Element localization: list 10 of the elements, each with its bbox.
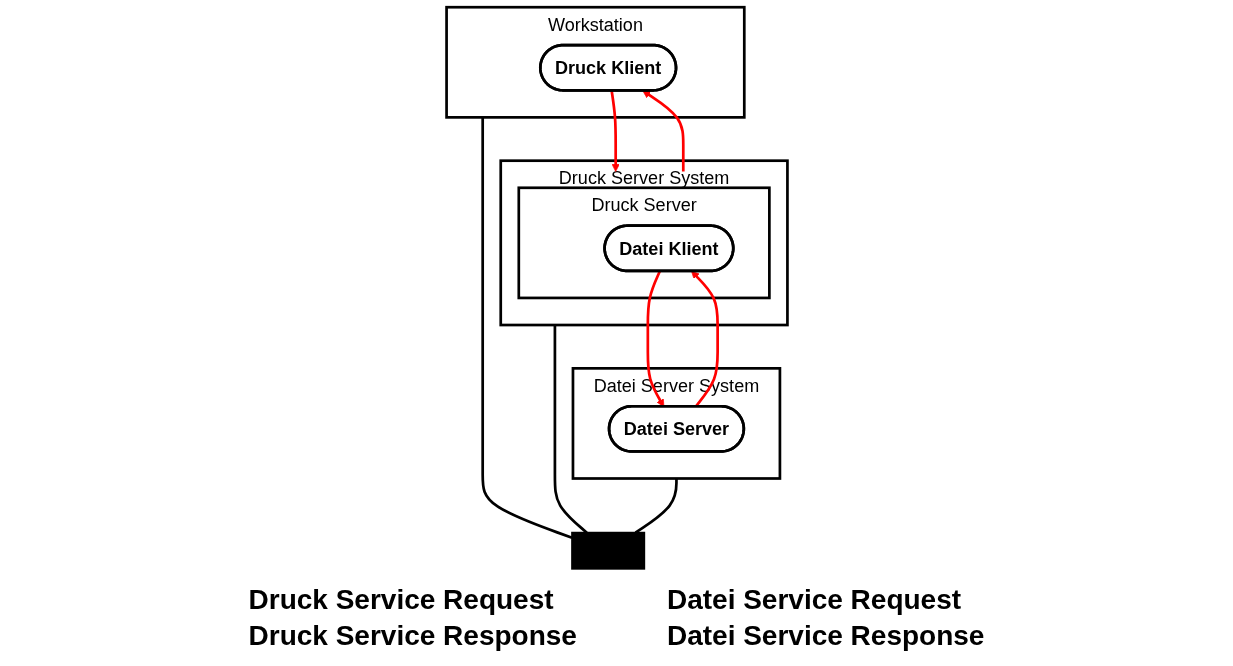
arrow bbox=[609, 90, 620, 172]
node-bar bbox=[570, 531, 645, 570]
arrow bbox=[641, 90, 685, 172]
service-label: Datei Service Response bbox=[666, 620, 985, 652]
service-label: Druck Service Response bbox=[248, 620, 577, 652]
connector bbox=[634, 478, 678, 534]
connector bbox=[480, 117, 572, 539]
connector bbox=[553, 325, 588, 534]
service-label: Druck Service Request bbox=[248, 584, 555, 616]
service-label: Datei Service Request bbox=[666, 584, 963, 616]
